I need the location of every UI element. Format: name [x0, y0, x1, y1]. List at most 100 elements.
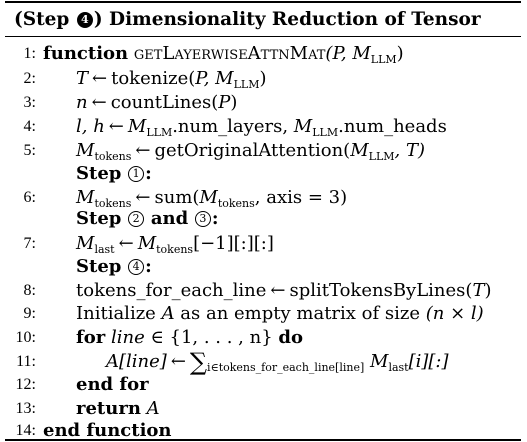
call: getOriginalAttention(: [154, 140, 351, 161]
line-number: 9:: [23, 305, 36, 322]
symbol: M: [137, 233, 157, 254]
lhs: T: [76, 68, 89, 89]
algo-line-5: 5: Mtokens←getOriginalAttention(MLLM, T): [0, 140, 527, 162]
close-paren: ): [230, 92, 238, 113]
line-number: 3:: [23, 94, 36, 111]
subscript: tokens: [156, 243, 194, 256]
step-word: Step: [76, 163, 122, 184]
circle-2-icon: 2: [128, 211, 145, 227]
model-symbol: M: [350, 140, 369, 161]
step-text: Step 2 and 3:: [76, 208, 219, 230]
subscript: LLM: [368, 150, 395, 163]
line-number: 4:: [23, 118, 36, 135]
line-code: end function: [43, 420, 172, 442]
line-number: 14:: [15, 422, 36, 439]
subscript: tokens: [94, 150, 132, 163]
step-1-label: Step 1:: [0, 163, 527, 185]
index-rest: [−1][:][:]: [193, 233, 274, 254]
subscript: tokens: [94, 197, 132, 210]
args-rest: , T): [394, 140, 426, 161]
title-close-paren: ): [93, 9, 103, 30]
step-text: Step 1:: [76, 163, 152, 185]
circle-1-icon: 1: [128, 166, 145, 182]
keyword-end-function: end function: [43, 420, 172, 441]
text: as an empty matrix of size: [174, 303, 426, 324]
dims: (n × l): [425, 303, 484, 324]
middle-rule: [5, 36, 521, 37]
line-code: Mtokens←sum(Mtokens, axis = 3): [76, 187, 347, 209]
algo-line-12: 12: end for: [0, 374, 527, 396]
line-number: 8:: [23, 282, 36, 299]
symbol: M: [199, 187, 218, 208]
lhs: n: [76, 92, 88, 113]
line-code: return A: [76, 398, 160, 420]
lhs: M: [76, 233, 95, 254]
keyword-return: return: [76, 398, 141, 419]
step-2-3-label: Step 2 and 3:: [0, 208, 527, 230]
algo-line-14: 14: end function: [0, 420, 527, 442]
algo-line-11: 11: A[line]←∑i∈tokens_for_each_line[line…: [0, 350, 527, 374]
title-text: Dimensionality Reduction of Tensor: [109, 9, 481, 30]
circle-4-icon: 4: [128, 259, 145, 275]
attr-heads: .num_heads: [338, 116, 447, 137]
step-word: Step: [76, 208, 122, 229]
lhs: A[line]: [106, 351, 167, 372]
arg: T: [472, 280, 485, 301]
algo-line-4: 4: l, h←MLLM.num_layers, MLLM.num_heads: [0, 116, 527, 138]
left-arrow-icon: ←: [91, 92, 107, 113]
line-number: 2:: [23, 70, 36, 87]
line-code: for line ∈ {1, . . . , n} do: [76, 327, 303, 349]
close-paren: ): [484, 280, 492, 301]
algorithm-title: (Step 4) Dimensionality Reduction of Ten…: [14, 10, 481, 30]
left-arrow-icon: ←: [170, 351, 186, 372]
left-arrow-icon: ←: [118, 233, 134, 254]
lhs: M: [76, 187, 95, 208]
algo-line-6: 6: Mtokens←sum(Mtokens, axis = 3): [0, 187, 527, 209]
close-paren: ): [396, 43, 404, 64]
line-number: 11:: [16, 353, 36, 370]
matrix-symbol: A: [161, 303, 175, 324]
left-arrow-icon: ←: [135, 187, 151, 208]
symbol: M: [370, 351, 389, 372]
args: P, M: [195, 68, 234, 89]
args: P: [218, 92, 231, 113]
sum-subscript: i∈tokens_for_each_line[line]: [207, 361, 365, 374]
line-code: Mtokens←getOriginalAttention(MLLM, T): [76, 140, 425, 162]
line-code: l, h←MLLM.num_layers, MLLM.num_heads: [76, 116, 447, 138]
line-number: 12:: [15, 376, 36, 393]
keyword-do: do: [278, 327, 303, 348]
line-code: Initialize A as an empty matrix of size …: [76, 303, 484, 325]
line-number: 5:: [23, 142, 36, 159]
circle-3-icon: 3: [194, 211, 211, 227]
subscript: LLM: [233, 78, 260, 91]
algo-line-13: 13: return A: [0, 398, 527, 420]
algo-line-7: 7: Mlast←Mtokens[−1][:][:]: [0, 233, 527, 255]
args-rest: , axis = 3): [254, 187, 348, 208]
close-paren: ): [259, 68, 267, 89]
loop-range: ∈ {1, . . . , n}: [144, 327, 279, 348]
function-name: getLayerwiseAttnMat: [133, 43, 326, 64]
bottom-rule: [5, 439, 521, 441]
step-word: Step: [76, 256, 122, 277]
line-code: n←countLines(P): [76, 92, 237, 114]
left-arrow-icon: ←: [108, 116, 124, 137]
line-code: function getLayerwiseAttnMat(P, MLLM): [43, 43, 404, 65]
line-code: tokens_for_each_line←splitTokensByLines(…: [76, 280, 491, 302]
return-value: A: [146, 398, 160, 419]
subscript: last: [388, 361, 409, 374]
function-args: (P, M: [325, 43, 371, 64]
colon: :: [211, 208, 219, 229]
attr-layers: .num_layers,: [172, 116, 294, 137]
line-number: 13:: [15, 400, 36, 417]
left-arrow-icon: ←: [270, 280, 286, 301]
line-code: end for: [76, 374, 149, 396]
step-text: Step 4:: [76, 256, 152, 278]
keyword-function: function: [43, 43, 129, 64]
lhs: M: [76, 140, 95, 161]
algo-line-8: 8: tokens_for_each_line←splitTokensByLin…: [0, 280, 527, 302]
algo-line-9: 9: Initialize A as an empty matrix of si…: [0, 303, 527, 325]
call: countLines(: [110, 92, 219, 113]
model-symbol: M: [293, 116, 313, 137]
keyword-end-for: end for: [76, 374, 149, 395]
keyword-for: for: [76, 327, 106, 348]
